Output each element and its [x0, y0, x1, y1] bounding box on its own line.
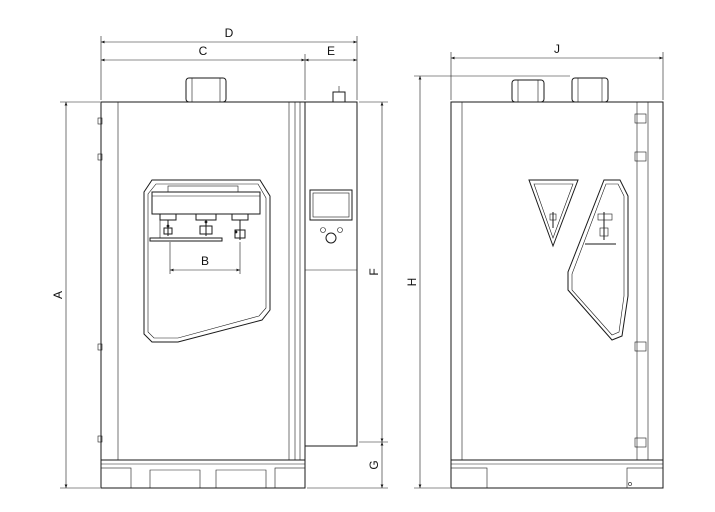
dimension-label-A: A [51, 291, 65, 299]
side-body [450, 101, 664, 461]
side-top-caps [511, 77, 609, 103]
dimension-B: B [169, 242, 241, 274]
dimension-J: J [450, 42, 664, 100]
front-vent [332, 86, 346, 102]
dimension-H: H [405, 75, 570, 489]
front-top-cap [185, 77, 227, 103]
dimension-label-D: D [225, 26, 234, 40]
dimension-label-J: J [554, 42, 560, 56]
dimension-label-E: E [327, 44, 335, 58]
dimension-label-G: G [367, 460, 381, 469]
control-knob [325, 232, 337, 244]
dimension-E: E [305, 44, 357, 62]
front-base [100, 459, 306, 489]
dimension-G: G [307, 442, 388, 489]
dimension-C: C [101, 44, 306, 100]
dimension-label-B: B [201, 254, 209, 268]
side-window [528, 179, 629, 341]
dimension-label-C: C [199, 44, 208, 58]
side-view: J H [405, 42, 664, 489]
dimension-F: F [359, 101, 388, 443]
dimension-D: D [100, 26, 358, 100]
side-base [450, 459, 664, 489]
spit-middle [195, 213, 217, 236]
interior-rack [149, 185, 261, 242]
front-view: D C E A B F [51, 26, 388, 489]
dimension-label-F: F [367, 268, 381, 275]
display-screen [309, 189, 353, 221]
control-panel [304, 101, 358, 447]
door-window [143, 179, 271, 343]
front-hinges [97, 117, 103, 443]
dimension-label-H: H [405, 278, 419, 287]
spit-right [231, 213, 249, 240]
side-hinges [634, 113, 647, 448]
dimension-A: A [51, 101, 100, 489]
oven-body [100, 101, 306, 461]
spit-left [159, 213, 177, 236]
